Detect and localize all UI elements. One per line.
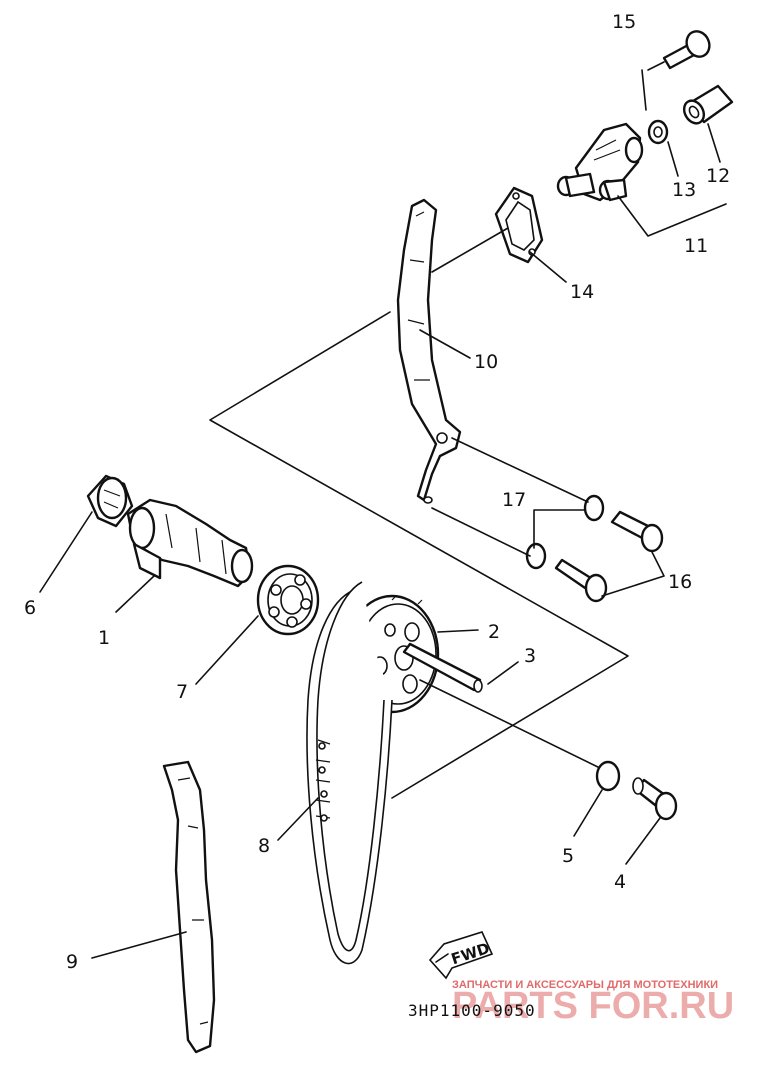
part-3-pin xyxy=(402,642,483,693)
callout-14: 14 xyxy=(570,281,594,303)
part-4-bolt xyxy=(632,777,678,821)
callout-15: 15 xyxy=(612,11,636,33)
part-16-leader xyxy=(601,551,665,597)
callout-6: 6 xyxy=(24,597,36,619)
callout-5: 5 xyxy=(562,845,574,867)
callout-16: 16 xyxy=(668,571,692,593)
part-6-leader xyxy=(39,511,93,593)
part-1-leader xyxy=(115,575,155,613)
part-2-leader xyxy=(437,629,479,633)
watermark-site: PARTS FOR.RU xyxy=(452,985,734,1027)
part-8-leader xyxy=(277,797,319,841)
part-15-leader xyxy=(641,69,647,111)
fwd-arrow-icon xyxy=(428,931,494,980)
part-5-leader xyxy=(573,789,603,837)
part-1-camshaft xyxy=(126,498,254,588)
callout-4: 4 xyxy=(614,871,626,893)
part-10-chain-guide xyxy=(396,198,462,504)
callout-8: 8 xyxy=(258,835,270,857)
callout-11: 11 xyxy=(684,235,708,257)
part-14-leader xyxy=(529,251,567,283)
part-10-leader xyxy=(419,329,471,359)
callout-13: 13 xyxy=(672,179,696,201)
callout-3: 3 xyxy=(524,645,536,667)
guide-axis-lower xyxy=(431,507,531,557)
part-9-chain-guide xyxy=(162,760,216,1054)
callout-1: 1 xyxy=(98,627,110,649)
part-9-leader xyxy=(91,931,187,959)
guide-axis-upper xyxy=(451,437,589,503)
part-8-cam-chain xyxy=(306,581,393,965)
part-11-13-12-bracket xyxy=(617,123,727,237)
watermark-tagline: ЗАПЧАСТИ И АКСЕССУАРЫ ДЛЯ МОТОТЕХНИКИ xyxy=(452,979,718,991)
part-12-cap xyxy=(682,84,734,125)
callout-12: 12 xyxy=(706,165,730,187)
tensioner-axis-line xyxy=(431,227,509,273)
part-7-leader xyxy=(195,615,259,685)
callout-17: 17 xyxy=(502,489,526,511)
callout-7: 7 xyxy=(176,681,188,703)
part-14-gasket xyxy=(494,186,544,264)
part-16-bolts xyxy=(554,510,664,603)
assembly-boundary xyxy=(209,311,629,799)
part-4-leader xyxy=(625,817,661,865)
part-11-tensioner xyxy=(556,122,644,202)
part-15-bolt xyxy=(647,30,711,71)
callout-10: 10 xyxy=(474,351,498,373)
part-5-washer xyxy=(595,760,621,792)
part-13-washer xyxy=(647,119,669,145)
part-6-cap xyxy=(86,474,134,528)
part-17-washers xyxy=(525,494,605,570)
part-7-bearing xyxy=(256,564,320,636)
callout-2: 2 xyxy=(488,621,500,643)
part-17-leader xyxy=(533,509,585,549)
part-3-leader xyxy=(487,661,519,685)
part-code: 3HP1100-9050 xyxy=(408,1001,536,1020)
sprocket-axis-line xyxy=(419,679,605,771)
callout-9: 9 xyxy=(66,951,78,973)
